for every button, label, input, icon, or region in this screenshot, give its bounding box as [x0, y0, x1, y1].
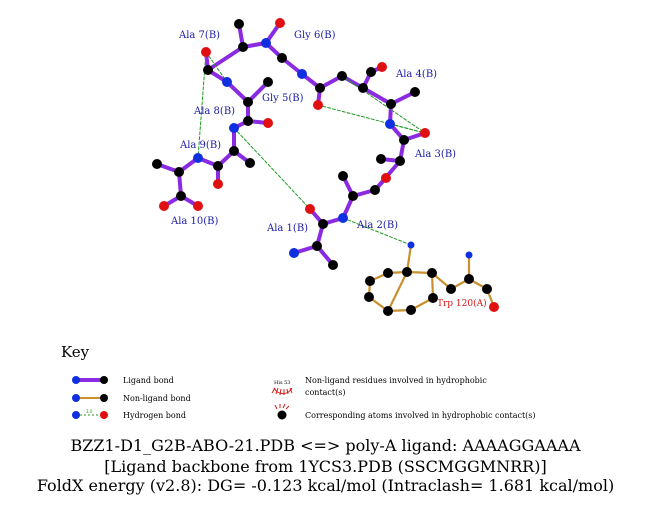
nonligand-bond: [386, 270, 409, 313]
hydrogen-bond: [233, 127, 311, 210]
nitrogen-atom: [193, 153, 203, 163]
nitrogen-atom: [297, 69, 307, 79]
carbon-atom: [383, 268, 393, 278]
carbon-atom: [482, 284, 492, 294]
nitrogen-atom: [385, 119, 395, 129]
carbon-atom: [203, 65, 213, 75]
oxygen-atom: [381, 173, 391, 183]
nitrogen-atom: [338, 213, 348, 223]
carbon-atom: [358, 83, 368, 93]
oxygen-atom: [201, 47, 211, 57]
key-nonligand-bond-label: Non-ligand bond: [123, 394, 191, 403]
atoms-layer: [152, 18, 499, 316]
key-title: Key: [61, 343, 90, 361]
key-hbond-sample: [72, 411, 108, 419]
key-hbond-distance: 3.0: [86, 409, 93, 414]
carbon-atom: [402, 267, 412, 277]
caption-line-1: BZZ1-D1_G2B-ABO-21.PDB <=> poly-A ligand…: [70, 436, 581, 455]
label-ala10: Ala 10(B): [170, 216, 219, 227]
carbon-atom: [234, 19, 244, 29]
oxygen-atom: [193, 201, 203, 211]
oxygen-atom: [377, 62, 387, 72]
carbon-atom: [213, 161, 223, 171]
carbon-atom: [370, 185, 380, 195]
label-gly6: Gly 6(B): [294, 30, 336, 41]
carbon-atom: [428, 293, 438, 303]
carbon-atom: [243, 97, 253, 107]
hydrogen-bond: [341, 75, 426, 134]
hydrophobic-atom-icon: [274, 403, 290, 420]
carbon-atom: [446, 284, 456, 294]
carbon-atom: [406, 305, 416, 315]
carbon-atom: [427, 268, 437, 278]
hydrogen-bond: [205, 51, 228, 83]
oxygen-atom: [159, 201, 169, 211]
carbon-atom: [376, 154, 386, 164]
carbon-atom: [464, 274, 474, 284]
carbon-atom: [364, 292, 374, 302]
nitrogen-atom: [407, 241, 415, 249]
key-hydrophobic-label-2: contact(s): [305, 388, 345, 397]
carbon-atom: [174, 167, 184, 177]
key-nonligand-bond-sample: [72, 394, 108, 402]
label-ala3: Ala 3(B): [414, 149, 456, 160]
key-ligand-bond-sample: [72, 376, 108, 384]
carbon-atom: [348, 191, 358, 201]
ligand-bond: [361, 86, 393, 106]
carbon-atom: [277, 53, 287, 63]
carbon-atom: [318, 219, 328, 229]
carbon-atom: [383, 306, 393, 316]
caption-line-2: [Ligand backbone from 1YCS3.PDB (SSCMGGM…: [104, 457, 547, 476]
nitrogen-atom: [465, 251, 473, 259]
key-hydrophobic-label-1: Non-ligand residues involved in hydropho…: [305, 376, 487, 385]
hydrogen-bond: [342, 217, 412, 246]
ligand-bond: [206, 45, 245, 72]
carbon-atom: [328, 260, 338, 270]
carbon-atom: [229, 146, 239, 156]
oxygen-atom: [420, 128, 430, 138]
carbon-atom: [243, 116, 253, 126]
key-corresponding-label: Corresponding atoms involved in hydropho…: [305, 411, 536, 420]
label-ala9: Ala 9(B): [179, 140, 221, 151]
label-ala2: Ala 2(B): [356, 220, 398, 231]
nitrogen-atom: [229, 123, 239, 133]
carbon-atom: [386, 99, 396, 109]
carbon-atom: [245, 158, 255, 168]
carbon-atom: [399, 135, 409, 145]
nitrogen-atom: [222, 77, 232, 87]
oxygen-atom: [263, 118, 273, 128]
label-ala8: Ala 8(B): [193, 106, 235, 117]
carbon-atom: [315, 83, 325, 93]
key-ligand-bond-label: Ligand bond: [123, 376, 174, 385]
key-hbond-label: Hydrogen bond: [123, 411, 186, 420]
label-trp120: Trp 120(A): [437, 298, 487, 309]
carbon-atom: [312, 241, 322, 251]
label-gly5: Gly 5(B): [262, 93, 304, 104]
carbon-atom: [238, 42, 248, 52]
oxygen-atom: [313, 100, 323, 110]
hydrogen-bond: [389, 123, 426, 134]
carbon-atom: [395, 156, 405, 166]
carbon-atom: [410, 87, 420, 97]
label-ala7: Ala 7(B): [178, 30, 220, 41]
carbon-atom: [263, 77, 273, 87]
hydrophobic-residue-icon: [271, 387, 293, 396]
oxygen-atom: [213, 179, 223, 189]
label-ala4: Ala 4(B): [395, 69, 437, 80]
nitrogen-atom: [289, 248, 299, 258]
carbon-atom: [152, 159, 162, 169]
carbon-atom: [338, 171, 348, 181]
carbon-atom: [365, 276, 375, 286]
carbon-atom: [176, 191, 186, 201]
caption-line-3: FoldX energy (v2.8): DG= -0.123 kcal/mol…: [36, 476, 615, 495]
carbon-atom: [337, 71, 347, 81]
key-his-label: His 53: [274, 380, 290, 386]
carbon-atom: [366, 67, 376, 77]
label-ala1: Ala 1(B): [266, 223, 308, 234]
oxygen-atom: [305, 204, 315, 214]
oxygen-atom: [489, 302, 499, 312]
nitrogen-atom: [261, 38, 271, 48]
oxygen-atom: [275, 18, 285, 28]
